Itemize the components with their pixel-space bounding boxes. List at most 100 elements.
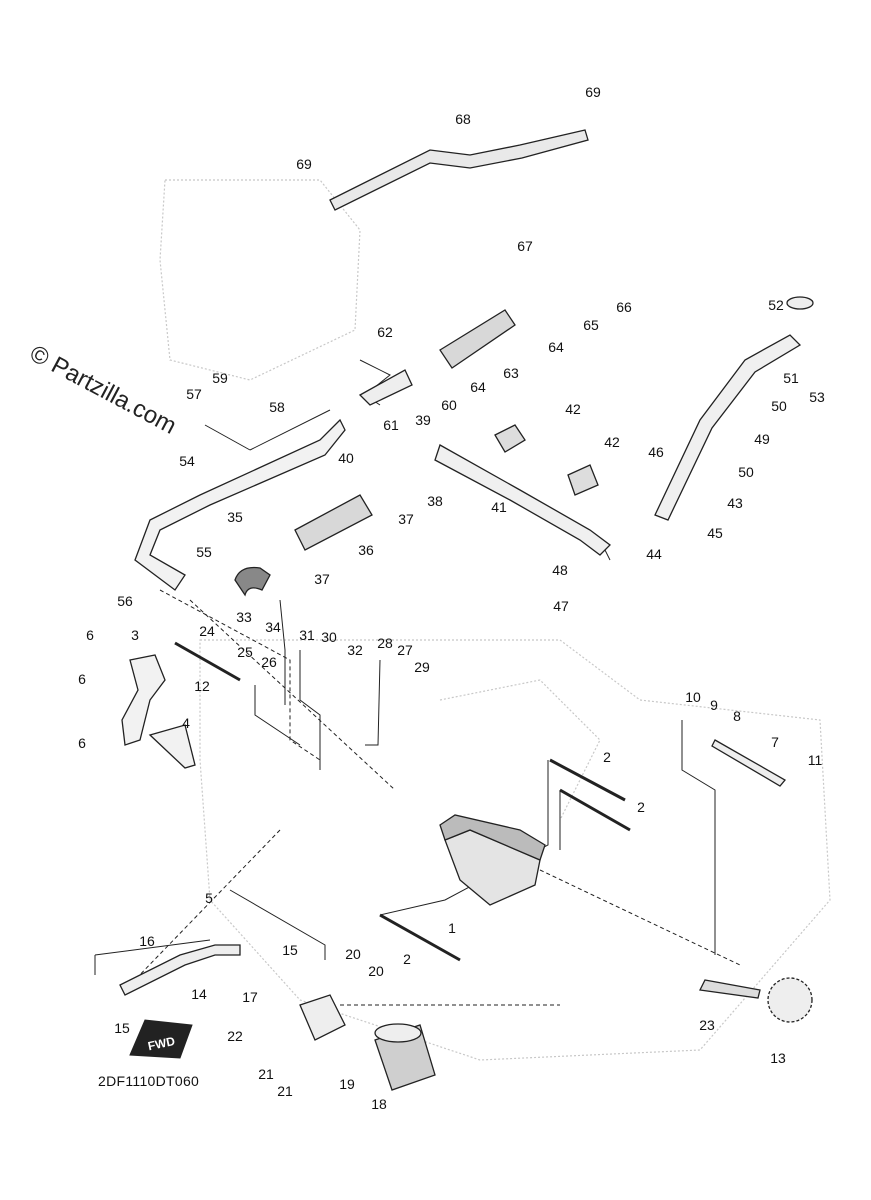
pipe-41 bbox=[434, 444, 611, 556]
callout-1: 1 bbox=[448, 920, 456, 936]
callout-30: 30 bbox=[321, 629, 337, 645]
callout-11: 11 bbox=[808, 752, 823, 768]
callout-45: 45 bbox=[707, 525, 723, 541]
callout-6: 6 bbox=[78, 671, 86, 687]
callout-32: 32 bbox=[347, 642, 363, 658]
callout-3: 3 bbox=[131, 627, 139, 643]
callout-36: 36 bbox=[358, 542, 374, 558]
callout-50: 50 bbox=[738, 464, 754, 480]
callout-50: 50 bbox=[771, 398, 787, 414]
bolt-2a bbox=[549, 758, 626, 802]
callout-2: 2 bbox=[637, 799, 645, 815]
bracket-4 bbox=[148, 724, 196, 769]
parts bbox=[119, 129, 814, 1091]
callout-39: 39 bbox=[415, 412, 431, 428]
callout-26: 26 bbox=[261, 654, 277, 670]
callout-47: 47 bbox=[553, 598, 569, 614]
callout-15: 15 bbox=[114, 1020, 130, 1036]
fwd-arrow-icon: FWD bbox=[129, 1019, 193, 1059]
callout-9: 9 bbox=[710, 697, 718, 713]
callout-51: 51 bbox=[783, 370, 799, 386]
callout-68: 68 bbox=[455, 111, 471, 127]
callout-24: 24 bbox=[199, 623, 215, 639]
hose-68 bbox=[329, 129, 589, 211]
housing-17 bbox=[299, 994, 346, 1041]
callout-17: 17 bbox=[242, 989, 258, 1005]
callout-12: 12 bbox=[194, 678, 210, 694]
callout-69: 69 bbox=[585, 84, 601, 100]
clamp-42b bbox=[567, 464, 599, 496]
callout-62: 62 bbox=[377, 324, 393, 340]
callout-6: 6 bbox=[86, 627, 94, 643]
callout-15: 15 bbox=[282, 942, 298, 958]
callout-69: 69 bbox=[296, 156, 312, 172]
callout-2: 2 bbox=[403, 951, 411, 967]
callout-20: 20 bbox=[345, 946, 361, 962]
callout-54: 54 bbox=[179, 453, 195, 469]
callout-53: 53 bbox=[809, 389, 825, 405]
callout-25: 25 bbox=[237, 644, 253, 660]
callout-43: 43 bbox=[727, 495, 743, 511]
callout-37: 37 bbox=[398, 511, 414, 527]
callout-64: 64 bbox=[548, 339, 564, 355]
callout-5: 5 bbox=[205, 890, 213, 906]
diagram-code: 2DF1110DT060 bbox=[98, 1073, 200, 1089]
callout-60: 60 bbox=[441, 397, 457, 413]
elbow-33 bbox=[234, 566, 271, 597]
cylinder-block bbox=[439, 814, 546, 861]
callout-48: 48 bbox=[552, 562, 568, 578]
callout-63: 63 bbox=[503, 365, 519, 381]
callout-61: 61 bbox=[383, 417, 399, 433]
bolt-2b bbox=[559, 788, 631, 832]
callout-34: 34 bbox=[265, 619, 281, 635]
callout-22: 22 bbox=[227, 1028, 243, 1044]
callout-56: 56 bbox=[117, 593, 133, 609]
callout-19: 19 bbox=[339, 1076, 355, 1092]
pipe-49 bbox=[654, 334, 802, 521]
callout-8: 8 bbox=[733, 708, 741, 724]
callout-6: 6 bbox=[78, 735, 86, 751]
callout-52: 52 bbox=[768, 297, 784, 313]
callout-49: 49 bbox=[754, 431, 770, 447]
callout-40: 40 bbox=[338, 450, 354, 466]
fitting-60 bbox=[358, 369, 413, 406]
callout-2: 2 bbox=[603, 749, 611, 765]
callout-44: 44 bbox=[646, 546, 662, 562]
bolt-2c bbox=[379, 913, 461, 962]
callout-10: 10 bbox=[685, 689, 701, 705]
callout-33: 33 bbox=[236, 609, 252, 625]
callout-65: 65 bbox=[583, 317, 599, 333]
callout-7: 7 bbox=[771, 734, 779, 750]
callout-66: 66 bbox=[616, 299, 632, 315]
callout-59: 59 bbox=[212, 370, 228, 386]
callout-21: 21 bbox=[277, 1083, 293, 1099]
hose-63 bbox=[439, 309, 516, 369]
callout-38: 38 bbox=[427, 493, 443, 509]
callout-64: 64 bbox=[470, 379, 486, 395]
callout-4: 4 bbox=[182, 715, 190, 731]
hose-14 bbox=[119, 944, 241, 996]
callout-29: 29 bbox=[414, 659, 430, 675]
callout-27: 27 bbox=[397, 642, 413, 658]
pipe-54 bbox=[134, 418, 346, 591]
callout-35: 35 bbox=[227, 509, 243, 525]
fwd-label: FWD bbox=[147, 1034, 177, 1053]
callout-37: 37 bbox=[314, 571, 330, 587]
callout-23: 23 bbox=[699, 1017, 715, 1033]
cap-52 bbox=[786, 296, 814, 310]
callout-14: 14 bbox=[191, 986, 207, 1002]
bracket-3 bbox=[121, 654, 166, 746]
callout-13: 13 bbox=[770, 1050, 786, 1066]
ghost-engine-outline bbox=[159, 179, 831, 1061]
hose-36 bbox=[294, 494, 373, 551]
callout-20: 20 bbox=[368, 963, 384, 979]
callout-16: 16 bbox=[139, 933, 155, 949]
callout-57: 57 bbox=[186, 386, 202, 402]
gear-13 bbox=[767, 977, 813, 1023]
callout-58: 58 bbox=[269, 399, 285, 415]
clamp-42a bbox=[494, 424, 526, 453]
callout-55: 55 bbox=[196, 544, 212, 560]
bolt-7 bbox=[711, 739, 786, 787]
callout-28: 28 bbox=[377, 635, 393, 651]
